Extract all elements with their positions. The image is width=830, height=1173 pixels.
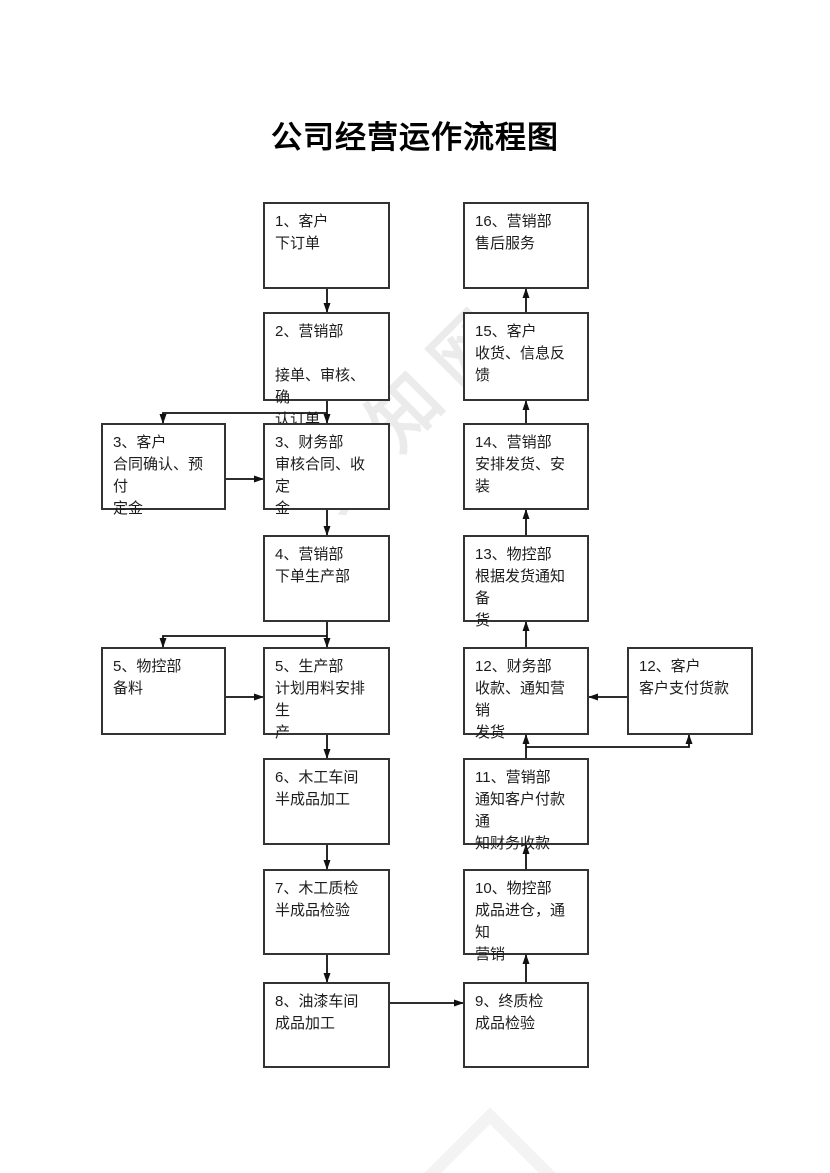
page-title: 公司经营运作流程图: [271, 120, 559, 155]
flow-node-label: 2、营销部 接单、审核、确 认订单: [275, 323, 366, 428]
flow-node-label: 14、营销部 安排发货、安装: [475, 434, 566, 495]
flow-node-step-13-material-control-stock: 13、物控部 根据发货通知备 货: [463, 535, 589, 629]
flow-node-label: 1、客户 下订单: [275, 213, 329, 252]
flow-node-label: 13、物控部 根据发货通知备 货: [475, 546, 566, 629]
flow-node-label: 12、客户 客户支付货款: [639, 658, 730, 697]
flow-node-label: 8、油漆车间 成品加工: [275, 993, 359, 1032]
flow-node-step-16-marketing-after-sales: 16、营销部 售后服务: [463, 202, 589, 289]
flow-node-step-12-finance-collect: 12、财务部 收款、通知营销 发货: [463, 647, 589, 741]
flow-node-step-15-customer-receive-feedback: 15、客户 收货、信息反馈: [463, 312, 589, 401]
flow-node-step-10-material-control-warehouse: 10、物控部 成品进仓，通知 营销: [463, 869, 589, 963]
flow-node-label: 16、营销部 售后服务: [475, 213, 552, 252]
flow-node-step-3-finance-review-contract: 3、财务部 审核合同、收定 金: [263, 423, 390, 517]
flow-node-step-5-material-control-prepare: 5、物控部 备料: [101, 647, 226, 735]
watermark-bottom-shape: [320, 1107, 660, 1173]
flow-node-step-1-customer-places-order: 1、客户 下订单: [263, 202, 390, 289]
flow-node-step-5-production-plan: 5、生产部 计划用料安排生 产: [263, 647, 390, 741]
flow-node-label: 7、木工质检 半成品检验: [275, 880, 359, 919]
flow-node-label: 9、终质检 成品检验: [475, 993, 544, 1032]
flow-node-label: 4、营销部 下单生产部: [275, 546, 351, 585]
flow-node-step-6-woodwork-shop: 6、木工车间 半成品加工: [263, 758, 390, 845]
flow-node-step-2-marketing-accepts-order: 2、营销部 接单、审核、确 认订单: [263, 312, 390, 428]
flow-node-step-14-marketing-ship-install: 14、营销部 安排发货、安装: [463, 423, 589, 510]
flow-node-step-3-customer-contract-confirm: 3、客户 合同确认、预付 定金: [101, 423, 226, 517]
flow-node-step-7-woodwork-qc: 7、木工质检 半成品检验: [263, 869, 390, 955]
flow-node-label: 5、物控部 备料: [113, 658, 182, 697]
flow-node-label: 10、物控部 成品进仓，通知 营销: [475, 880, 566, 963]
flow-node-label: 5、生产部 计划用料安排生 产: [275, 658, 366, 741]
flow-node-label: 3、客户 合同确认、预付 定金: [113, 434, 204, 517]
edge-4-to-5-material: [159, 635, 327, 648]
flow-node-step-9-final-qc: 9、终质检 成品检验: [463, 982, 589, 1068]
flow-node-label: 3、财务部 审核合同、收定 金: [275, 434, 366, 517]
flow-node-step-4-marketing-order-production: 4、营销部 下单生产部: [263, 535, 390, 622]
flow-node-label: 6、木工车间 半成品加工: [275, 769, 359, 808]
flow-node-step-11-marketing-notify-payment: 11、营销部 通知客户付款通 知财务收款: [463, 758, 589, 852]
flow-node-label: 12、财务部 收款、通知营销 发货: [475, 658, 566, 741]
flow-node-step-12-customer-pays: 12、客户 客户支付货款: [627, 647, 753, 735]
flow-node-label: 15、客户 收货、信息反馈: [475, 323, 566, 384]
flow-node-label: 11、营销部 通知客户付款通 知财务收款: [475, 769, 566, 852]
flow-node-step-8-paint-shop: 8、油漆车间 成品加工: [263, 982, 390, 1068]
